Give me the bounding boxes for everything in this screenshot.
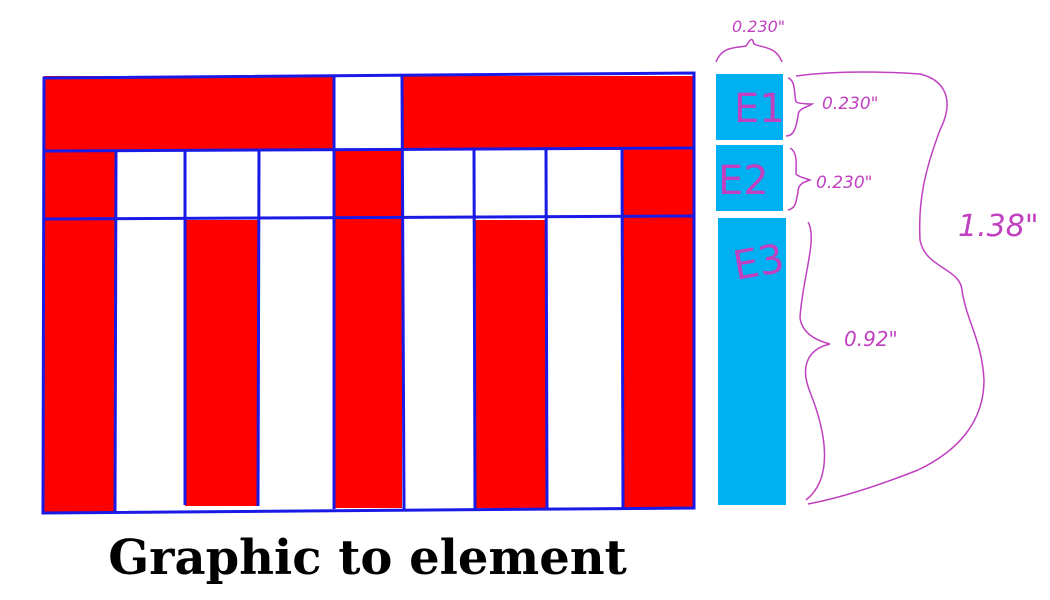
column-2: [185, 220, 259, 506]
e2-dimension-label: 0.230": [816, 173, 873, 193]
grid-row-line-1: [43, 146, 695, 153]
element-e1-label: E1: [734, 86, 785, 132]
grid-lines: [41, 71, 696, 515]
column-4: [474, 220, 546, 508]
grid-col-line-5: [400, 75, 406, 510]
top-band-left: [44, 76, 334, 150]
column-1: [44, 150, 116, 512]
e2-brace: [787, 147, 812, 211]
graphic-grid: [41, 71, 696, 515]
diagram-caption: Graphic to element: [108, 530, 627, 586]
annotation-braces: [715, 38, 985, 505]
annotation-text: 0.230" 0.230" 0.230" 0.92" 1.38": [732, 17, 1039, 351]
width-brace: [715, 38, 783, 63]
top-band-right: [402, 76, 694, 150]
grid-row-line-2: [42, 214, 695, 221]
e1-dimension-label: 0.230": [822, 94, 879, 114]
total-brace: [795, 71, 985, 505]
grid-col-line-6: [472, 149, 477, 510]
element-e2-block: [716, 145, 783, 211]
element-e1-block: [716, 74, 783, 140]
total-height-label: 1.38": [958, 209, 1039, 244]
top-band-gap: [334, 76, 402, 150]
element-e3-label: E3: [730, 236, 788, 290]
grid-col-line-1: [113, 149, 118, 514]
grid-col-line-3: [256, 149, 261, 507]
e3-dimension-label: 0.92": [844, 327, 898, 351]
e3-brace: [799, 221, 831, 501]
element-blocks: E1 E2 E3: [716, 74, 788, 505]
grid-border: [41, 71, 696, 515]
grid-col-line-8: [620, 147, 625, 509]
e1-brace: [785, 77, 815, 137]
element-e2-label: E2: [718, 158, 769, 204]
grid-col-line-7: [544, 149, 549, 509]
column-5: [622, 150, 694, 508]
column-3: [334, 150, 402, 508]
element-e3-block: [718, 218, 786, 505]
width-dimension-label: 0.230": [732, 17, 785, 36]
